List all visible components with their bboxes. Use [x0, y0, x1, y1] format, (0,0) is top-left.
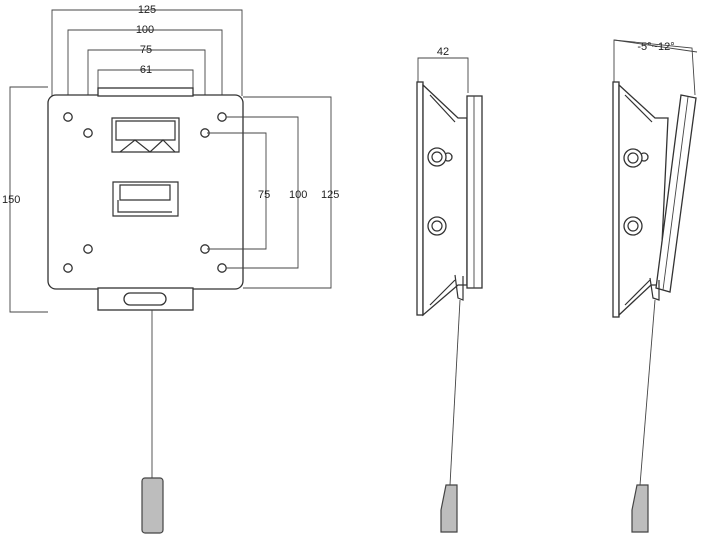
tilt-pull-cord: [639, 299, 656, 486]
hole-125-bottom-left: [63, 263, 73, 273]
dim-75-right-label: 75: [258, 189, 270, 201]
tilt-bolt-upper: [623, 148, 643, 168]
dim-61-label: 61: [140, 64, 152, 76]
tilt-wall-plate: [612, 81, 620, 318]
hole-125-top-right: [217, 112, 227, 122]
dim-125-top-label: 125: [138, 4, 156, 16]
dim-75-right-bracket: [207, 132, 267, 250]
side-bracket-body: [422, 83, 468, 317]
side-pull-handle: [440, 484, 458, 533]
upper-hook-bracket: [111, 117, 180, 153]
hole-125-bottom-right: [217, 263, 227, 273]
dim-150-left-label: 150: [2, 194, 20, 206]
dim-125-top-bracket: [51, 9, 243, 96]
side-latch: [454, 274, 464, 301]
dim-100-top-bracket: [67, 29, 223, 110]
side-pull-cord: [449, 299, 461, 486]
dim-75-top-bracket: [87, 49, 206, 126]
mounting-plate: [47, 94, 244, 290]
dim-150-left-bracket: [9, 86, 48, 313]
dim-125-right-label: 125: [321, 189, 339, 201]
side-view: 42: [416, 46, 483, 533]
side-bolt-upper: [427, 147, 447, 167]
tilt-display-plate: [655, 94, 697, 293]
pull-handle: [141, 477, 164, 534]
tilt-pull-handle: [631, 484, 649, 533]
hole-100-bottom-left: [83, 244, 93, 254]
dim-100-right-bracket: [226, 116, 299, 269]
tilt-latch: [649, 277, 660, 301]
dim-tilt-label: -5°~12°: [637, 41, 674, 53]
tilt-bracket-edges: [624, 94, 653, 306]
middle-bracket: [112, 181, 179, 217]
dim-tilt-bracket: [613, 39, 698, 96]
tilt-view: -5°~12°: [612, 39, 698, 533]
side-bolt-lower: [427, 216, 447, 236]
hole-125-top-left: [63, 112, 73, 122]
tilt-bolt-lower: [623, 216, 643, 236]
plate-top-lip: [97, 87, 194, 97]
dim-depth-label: 42: [437, 46, 449, 58]
bottom-lock-block: [97, 287, 194, 311]
side-wall-plate: [416, 81, 424, 316]
front-view: 125 100 75 61 150: [2, 4, 339, 534]
side-display-plate: [466, 95, 483, 289]
dim-125-right-bracket: [243, 96, 332, 289]
dim-75-top-label: 75: [140, 44, 152, 56]
dim-100-right-label: 100: [289, 189, 307, 201]
side-bracket-edges: [429, 94, 456, 306]
dim-100-top-label: 100: [136, 24, 154, 36]
dim-depth-bracket: [417, 57, 469, 93]
dim-61-bracket: [97, 69, 194, 96]
hole-100-top-left: [83, 128, 93, 138]
